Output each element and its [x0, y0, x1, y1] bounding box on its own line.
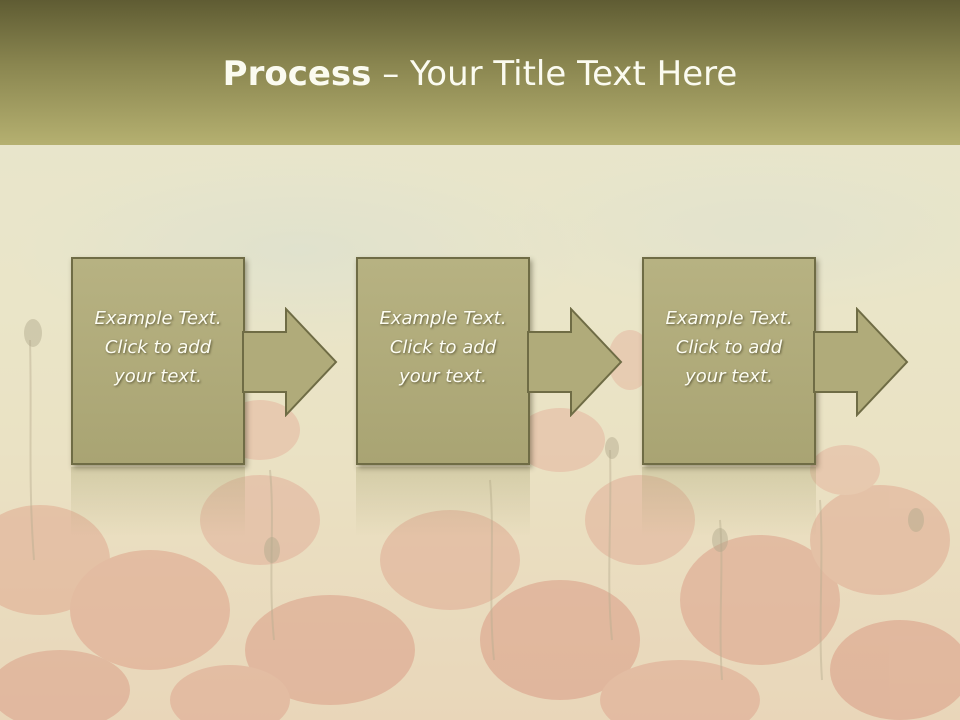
process-step-1[interactable]: Example Text. Click to add your text.	[71, 257, 245, 465]
title-bar	[0, 0, 960, 145]
right-arrow-icon	[527, 307, 623, 417]
step-1-text[interactable]: Example Text. Click to add your text.	[94, 307, 222, 387]
title-rest: Your Title Text Here	[410, 54, 738, 94]
step-1-reflection	[71, 467, 245, 537]
title-bold-part: Process	[222, 54, 372, 94]
title-dash: –	[371, 54, 411, 94]
process-step-2[interactable]: Example Text. Click to add your text.	[356, 257, 530, 465]
right-arrow-icon	[813, 307, 909, 417]
step-3-text[interactable]: Example Text. Click to add your text.	[665, 307, 793, 387]
step-3-reflection	[642, 467, 816, 537]
process-step-3[interactable]: Example Text. Click to add your text.	[642, 257, 816, 465]
right-arrow-icon	[242, 307, 338, 417]
step-2-text[interactable]: Example Text. Click to add your text.	[379, 307, 507, 387]
slide-title[interactable]: Process – Your Title Text Here	[0, 52, 960, 96]
step-2-reflection	[356, 467, 530, 537]
